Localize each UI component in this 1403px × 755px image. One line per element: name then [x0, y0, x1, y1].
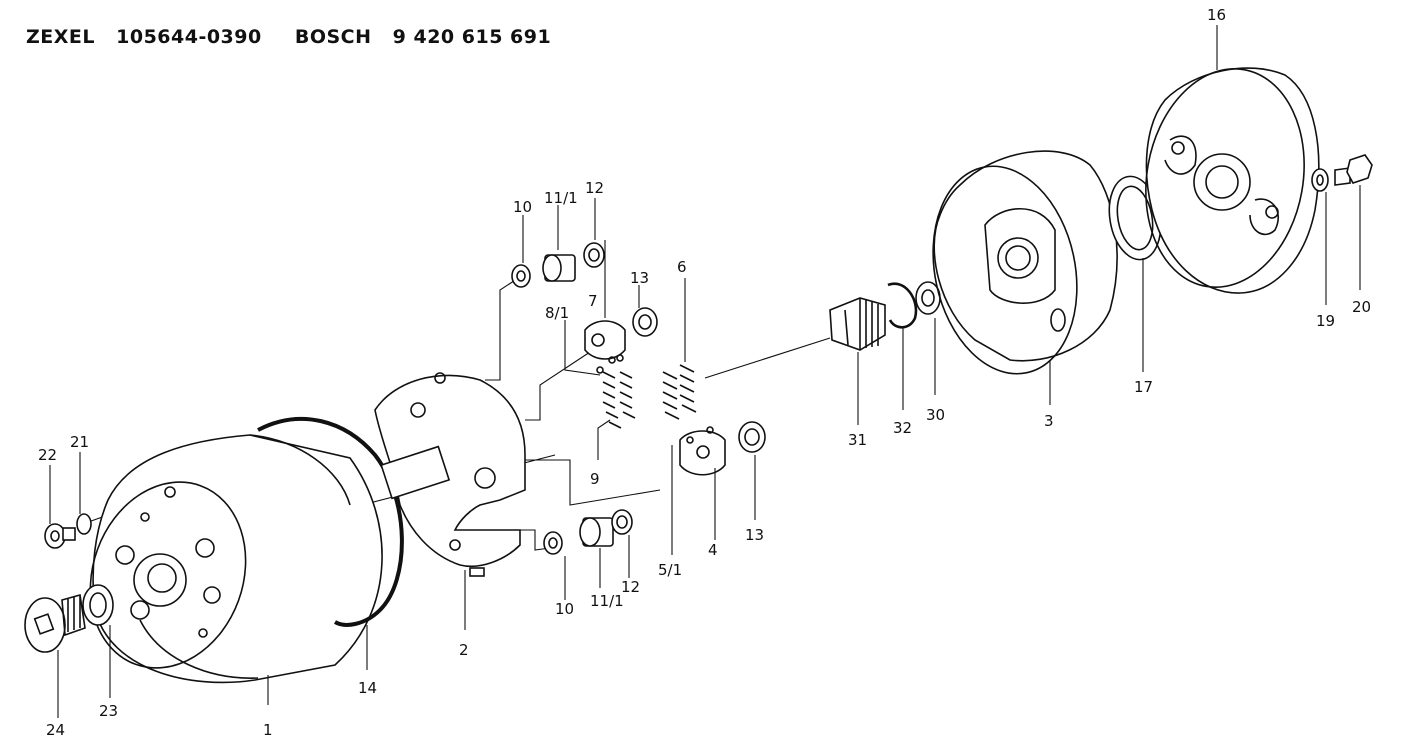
lower-sleeve-set [543, 509, 633, 600]
callout-10-lower: 10 [555, 600, 574, 618]
callout-19: 19 [1316, 312, 1335, 330]
callout-13-lower: 13 [745, 526, 764, 544]
part-3-drum [932, 150, 1118, 405]
part-2-flyweight-carrier [374, 372, 526, 630]
zexel-part-number: 105644-0390 [116, 26, 262, 48]
callout-16: 16 [1207, 6, 1226, 24]
callout-10-upper: 10 [513, 198, 532, 216]
callout-12-lower: 12 [621, 578, 640, 596]
callout-22: 22 [38, 446, 57, 464]
callout-11-1-upper: 11/1 [544, 189, 578, 207]
callout-2: 2 [459, 641, 469, 659]
washer-and-bolt [1311, 154, 1373, 305]
callout-labels: 1 2 3 4 5/1 6 7 8/1 9 10 10 11/1 11/1 12… [38, 6, 1371, 739]
lower-spring-assembly [662, 278, 766, 555]
callout-6: 6 [677, 258, 687, 276]
callout-17: 17 [1134, 378, 1153, 396]
callout-7: 7 [588, 292, 598, 310]
part-16-cover-plate [1145, 25, 1320, 294]
brand-zexel: ZEXEL [26, 26, 95, 48]
bosch-part-number: 9 420 615 691 [392, 26, 552, 48]
part-1-housing [89, 434, 383, 705]
screw-and-washer [44, 452, 92, 549]
brand-bosch: BOSCH [294, 26, 372, 48]
callout-23: 23 [99, 702, 118, 720]
callout-31: 31 [848, 431, 867, 449]
callout-3: 3 [1044, 412, 1054, 430]
plug-and-rings [829, 281, 941, 425]
callout-30: 30 [926, 406, 945, 424]
callout-21: 21 [70, 433, 89, 451]
callout-14: 14 [358, 679, 377, 697]
part-17-bearing [1108, 175, 1162, 372]
callout-32: 32 [893, 419, 912, 437]
callout-4: 4 [708, 541, 718, 559]
callout-8-1: 8/1 [545, 304, 569, 322]
callout-5-1: 5/1 [658, 561, 682, 579]
upper-spring-assembly [564, 240, 658, 460]
drain-plug [24, 584, 114, 718]
callout-11-1-lower: 11/1 [590, 592, 624, 610]
callout-13-upper: 13 [630, 269, 649, 287]
callout-24: 24 [46, 721, 65, 739]
callout-9: 9 [590, 470, 600, 488]
upper-sleeve-set [511, 198, 605, 288]
callout-1: 1 [263, 721, 273, 739]
diagram-header: ZEXEL 105644-0390 BOSCH 9 420 615 691 [26, 26, 577, 48]
callout-12-upper: 12 [585, 179, 604, 197]
callout-20: 20 [1352, 298, 1371, 316]
part-14-o-ring [257, 416, 404, 670]
